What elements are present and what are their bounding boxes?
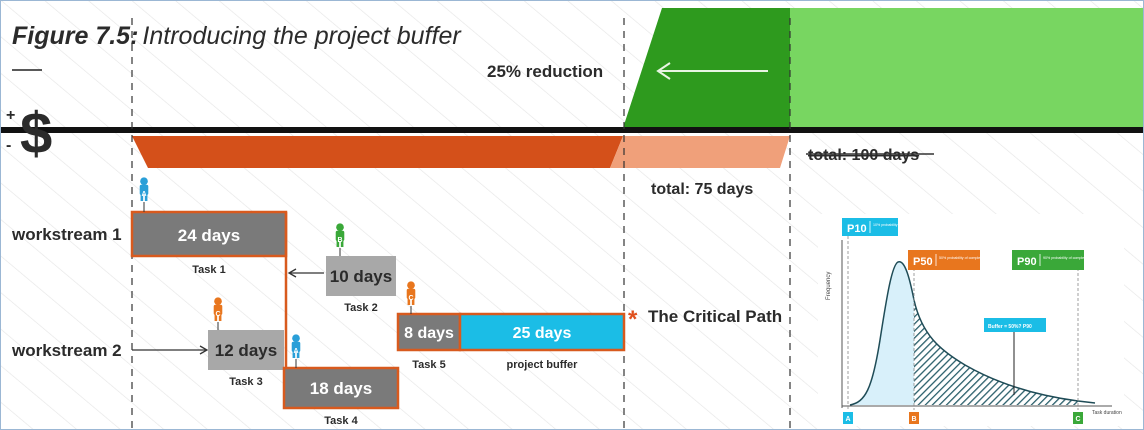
cost-band-75 — [132, 136, 623, 168]
buffer-note-text: Buffer = 50%? P90 — [988, 324, 1032, 330]
marker-b-label: B — [911, 416, 916, 423]
workstream-2-label: workstream 2 — [11, 341, 122, 360]
probability-inset: Frequency Task duration P10 10% probabil… — [818, 214, 1124, 426]
critical-path-asterisk: * — [628, 306, 638, 333]
task2-name: Task 2 — [344, 302, 377, 314]
inset-y-axis-label: Frequency — [826, 272, 832, 300]
person-a-task4-icon: A — [291, 334, 301, 368]
p50-label: P50 — [913, 256, 933, 268]
distribution-curve — [849, 261, 1096, 406]
marker-a-badge — [843, 412, 853, 424]
distribution-tail-area — [914, 300, 1078, 405]
task4-duration: 18 days — [310, 379, 372, 398]
svg-text:B: B — [337, 237, 342, 244]
figure-title: Figure 7.5:Introducing the project buffe… — [12, 22, 462, 50]
total-100-label: total: 100 days — [808, 147, 919, 164]
marker-a-label: A — [845, 416, 850, 423]
svg-text:A: A — [141, 191, 146, 198]
p10-desc: 10% probability of completion — [873, 223, 920, 227]
svg-text:C: C — [215, 311, 220, 318]
cost-band-reduction — [610, 136, 790, 168]
person-a-task1-icon: A — [139, 177, 149, 212]
workstream-1-label: workstream 1 — [11, 225, 122, 244]
reduction-label: 25% reduction — [487, 62, 603, 81]
task1-duration: 24 days — [178, 226, 240, 245]
p10-label: P10 — [847, 223, 867, 235]
task4-bar — [282, 366, 400, 410]
task2-bar — [326, 256, 396, 296]
dollar-icon: $ — [20, 101, 52, 166]
buffer-name: project buffer — [507, 359, 579, 371]
task2-duration: 10 days — [330, 267, 392, 286]
plus-sign: + — [6, 107, 15, 124]
reduction-arrowhead — [656, 62, 671, 80]
p50-desc: 50% probability of completion — [939, 256, 986, 260]
p90-badge — [1012, 250, 1084, 270]
person-c-task5-icon: C — [406, 281, 416, 314]
critical-path-label: The Critical Path — [648, 307, 782, 326]
marker-c-label: C — [1075, 416, 1080, 423]
task3-duration: 12 days — [215, 341, 277, 360]
svg-text:C: C — [408, 295, 413, 302]
task3-bar — [208, 330, 284, 370]
person-b-task2-icon: B — [335, 223, 345, 256]
inset-x-axis-label: Task duration — [1092, 410, 1122, 416]
p90-label: P90 — [1017, 256, 1037, 268]
project-buffer-bar — [458, 312, 626, 352]
workstream-2-arrowhead — [199, 345, 209, 355]
minus-sign: - — [6, 137, 11, 154]
marker-b-badge — [909, 412, 919, 424]
task3-name: Task 3 — [229, 376, 262, 388]
marker-c-badge — [1073, 412, 1083, 424]
svg-text:A: A — [293, 348, 298, 355]
buffer-duration: 25 days — [513, 325, 572, 342]
task4-name: Task 4 — [324, 415, 358, 427]
person-c-task3-icon: C — [213, 297, 223, 330]
task1-name: Task 1 — [192, 264, 225, 276]
distribution-left-area — [850, 261, 914, 405]
buffer-note-badge — [984, 318, 1046, 332]
task2-arrowhead — [287, 268, 297, 278]
total-75-label: total: 75 days — [651, 181, 753, 198]
p50-badge — [908, 250, 980, 270]
task1-bar — [130, 210, 288, 258]
dark-green-reduction-area — [623, 8, 790, 128]
money-axis-line — [0, 127, 1144, 133]
task5-name: Task 5 — [412, 359, 445, 371]
p90-desc: 90% probability of completion — [1043, 256, 1090, 260]
task5-duration: 8 days — [404, 325, 454, 342]
